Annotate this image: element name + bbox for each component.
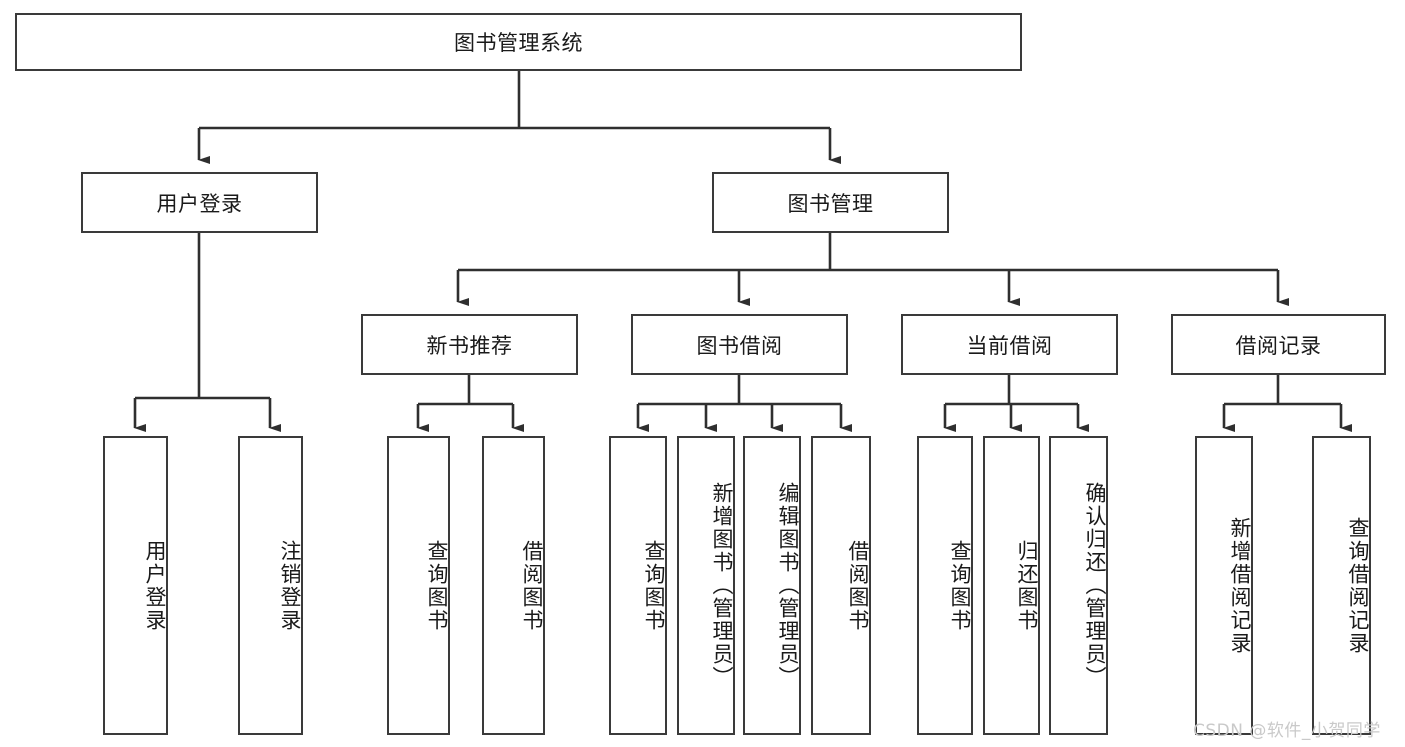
node-label: 用户登录 [156,191,243,216]
node-label: 确认归还（管理员） [1083,482,1107,689]
node-label: 新增图书（管理员） [710,482,734,689]
leaf-user-login-signin[interactable]: 用户登录 [103,436,168,735]
leaf-record-query-record[interactable]: 查询借阅记录 [1312,436,1371,735]
node-new-book-recommend[interactable]: 新书推荐 [361,314,578,375]
node-label: 查询图书 [642,539,666,632]
node-label: 编辑图书（管理员） [776,482,800,689]
node-label: 借阅记录 [1235,333,1322,358]
node-label: 用户登录 [143,539,167,632]
leaf-current-query-book[interactable]: 查询图书 [917,436,973,735]
node-book-management[interactable]: 图书管理 [712,172,949,233]
csdn-watermark: CSDN @软件_小贺同学 [1193,721,1381,741]
leaf-borrow-query-book[interactable]: 查询图书 [609,436,667,735]
leaf-current-return-book[interactable]: 归还图书 [983,436,1040,735]
node-borrow-record[interactable]: 借阅记录 [1171,314,1386,375]
node-label: 查询借阅记录 [1346,516,1370,655]
node-label: 查询图书 [948,539,972,632]
node-label: 新增借阅记录 [1228,516,1252,655]
leaf-borrow-edit-book-admin[interactable]: 编辑图书（管理员） [743,436,801,735]
node-label: 借阅图书 [846,539,870,632]
node-label: 注销登录 [278,539,302,632]
node-label: 借阅图书 [520,539,544,632]
node-label: 当前借阅 [966,333,1053,358]
leaf-borrow-add-book-admin[interactable]: 新增图书（管理员） [677,436,735,735]
leaf-new-book-borrow[interactable]: 借阅图书 [482,436,545,735]
leaf-borrow-borrow-book[interactable]: 借阅图书 [811,436,871,735]
node-label: 归还图书 [1015,539,1039,632]
node-label: 查询图书 [425,539,449,632]
node-label: 新书推荐 [426,333,513,358]
node-label: 图书借阅 [696,333,783,358]
leaf-record-add-record[interactable]: 新增借阅记录 [1195,436,1253,735]
node-current-borrow[interactable]: 当前借阅 [901,314,1118,375]
leaf-current-confirm-return-admin[interactable]: 确认归还（管理员） [1049,436,1108,735]
leaf-user-login-signout[interactable]: 注销登录 [238,436,303,735]
node-book-borrow[interactable]: 图书借阅 [631,314,848,375]
node-root-system[interactable]: 图书管理系统 [15,13,1022,71]
node-label: 图书管理系统 [454,31,583,55]
leaf-new-book-query[interactable]: 查询图书 [387,436,450,735]
node-user-login[interactable]: 用户登录 [81,172,318,233]
node-label: 图书管理 [787,191,874,216]
